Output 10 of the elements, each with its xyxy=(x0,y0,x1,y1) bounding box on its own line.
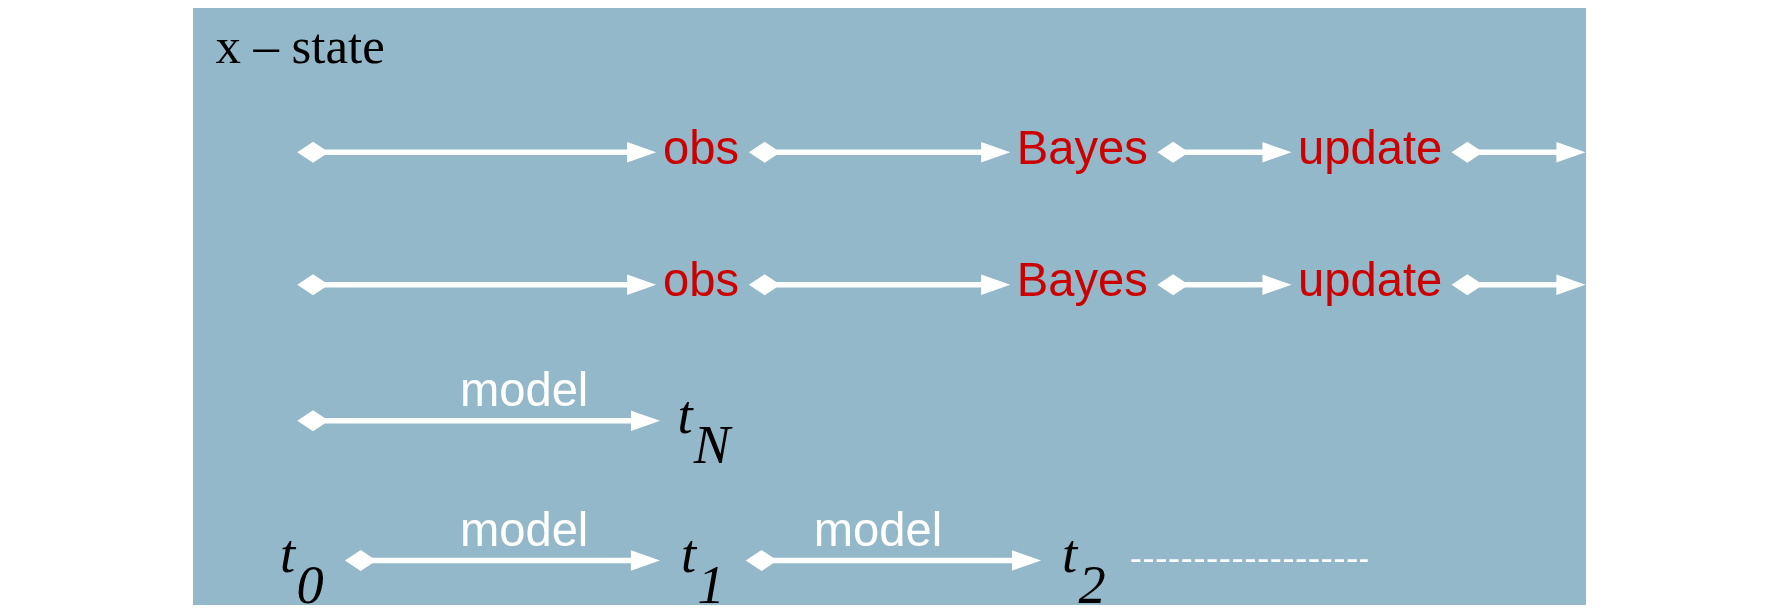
node-text: obs xyxy=(662,253,739,307)
node-text: update xyxy=(1298,120,1443,174)
node-text: Bayes xyxy=(1016,120,1148,174)
edge-label: model xyxy=(459,502,589,556)
label: x – state xyxy=(215,18,385,75)
edge-label: model xyxy=(813,502,943,556)
edge-label: model xyxy=(459,362,589,416)
node-text: obs xyxy=(662,120,739,174)
node-text: Bayes xyxy=(1016,253,1148,307)
node-text: update xyxy=(1298,253,1443,307)
